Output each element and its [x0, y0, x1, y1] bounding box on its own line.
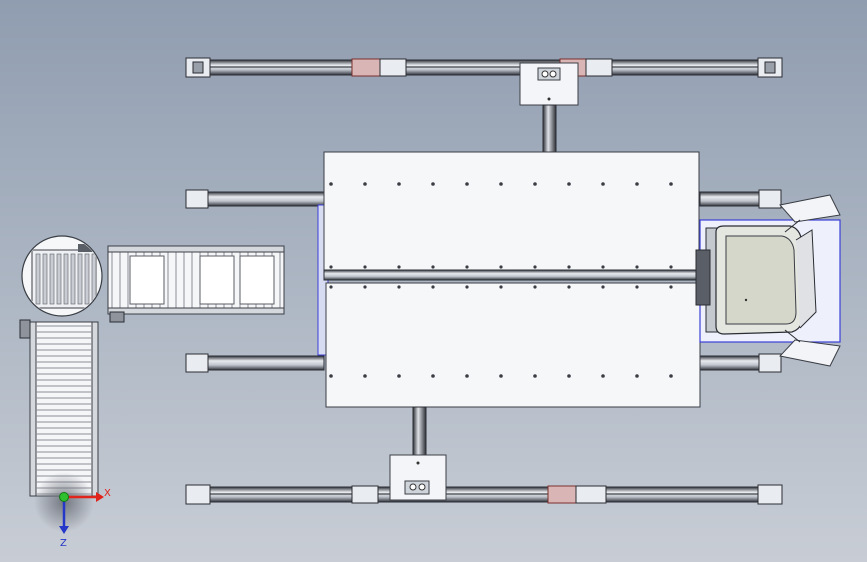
bolt-hole — [601, 285, 605, 289]
middle-rail-lower — [185, 353, 782, 373]
detail-view-circle — [21, 235, 103, 317]
bolt-hole — [431, 265, 435, 269]
z-axis-label: Z — [60, 538, 67, 549]
bolt-hole — [567, 285, 571, 289]
bolt-hole — [567, 374, 571, 378]
bolt-hole — [397, 285, 401, 289]
roller — [70, 253, 76, 305]
vehicle-cab — [715, 219, 817, 343]
bolt-hole — [499, 265, 503, 269]
roller — [77, 253, 83, 305]
bolt-hole — [329, 182, 333, 186]
bolt-hole — [465, 265, 469, 269]
bolt-hole — [601, 374, 605, 378]
bolt-hole — [465, 285, 469, 289]
bolt-hole — [465, 182, 469, 186]
lower-deck-bolts — [329, 285, 673, 378]
pallet — [239, 255, 275, 305]
top-rail-end-clamp-right — [757, 57, 783, 78]
bolt-hole — [431, 182, 435, 186]
bolt-hole — [329, 285, 333, 289]
y-axis-origin — [59, 492, 69, 502]
bolt-hole — [363, 265, 367, 269]
bottom-vertical-column — [412, 406, 427, 458]
bolt-hole — [465, 374, 469, 378]
roller — [84, 253, 90, 305]
upper-deck-bolts — [329, 182, 673, 269]
top-rail-end-clamp-left — [185, 57, 211, 78]
bolt-hole — [635, 265, 639, 269]
bolt-hole — [329, 374, 333, 378]
bolt-hole — [499, 374, 503, 378]
top-gantry-rail — [185, 57, 783, 78]
bolt-hole — [669, 265, 673, 269]
top-vertical-column — [542, 104, 557, 154]
bolt-hole — [499, 285, 503, 289]
bolt-hole — [635, 374, 639, 378]
bottom-carriage — [389, 454, 447, 501]
bolt-hole — [635, 182, 639, 186]
lift-platform — [323, 151, 701, 408]
pallet — [129, 255, 165, 305]
pallet — [199, 255, 235, 305]
bolt-hole — [363, 285, 367, 289]
top-rail-bracket-1 — [351, 58, 407, 77]
bolt-hole — [431, 374, 435, 378]
bolt-hole — [669, 374, 673, 378]
center-beam — [323, 269, 700, 281]
roller — [63, 253, 69, 305]
bolt-hole — [533, 265, 537, 269]
bolt-hole — [601, 265, 605, 269]
bolt-hole — [431, 285, 435, 289]
roller — [35, 253, 41, 305]
bolt-hole — [397, 265, 401, 269]
middle-rail-upper — [185, 189, 782, 209]
bolt-hole — [499, 182, 503, 186]
bolt-hole — [533, 374, 537, 378]
horizontal-roller-conveyor — [107, 245, 285, 323]
bolt-hole — [397, 182, 401, 186]
bottom-gantry-rail — [185, 484, 783, 505]
roller — [56, 253, 62, 305]
vertical-roller-conveyor — [19, 319, 99, 497]
roller — [42, 253, 48, 305]
top-carriage — [519, 62, 579, 106]
bolt-hole — [567, 182, 571, 186]
bolt-hole — [533, 182, 537, 186]
bolt-hole — [669, 285, 673, 289]
roller — [49, 253, 55, 305]
bolt-hole — [533, 285, 537, 289]
upper-deck — [323, 151, 700, 271]
bolt-hole — [397, 374, 401, 378]
bolt-hole — [567, 265, 571, 269]
bolt-hole — [329, 265, 333, 269]
bolt-hole — [669, 182, 673, 186]
x-axis-label: X — [104, 488, 111, 499]
coordinate-triad[interactable]: X Z — [34, 472, 111, 549]
bolt-hole — [363, 374, 367, 378]
bolt-hole — [601, 182, 605, 186]
bolt-hole — [635, 285, 639, 289]
lower-deck — [325, 282, 701, 408]
bolt-hole — [363, 182, 367, 186]
